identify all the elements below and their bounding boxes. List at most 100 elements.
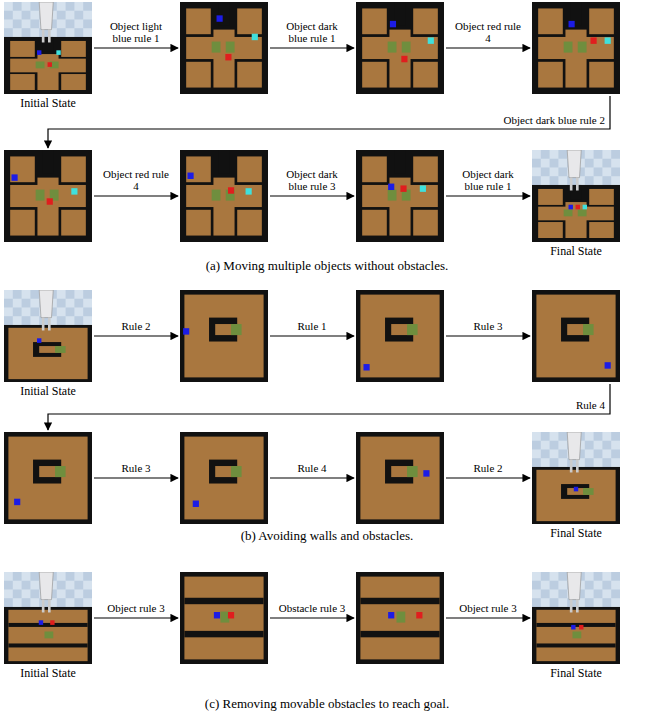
checker-tile — [558, 449, 567, 458]
checker-tile — [558, 572, 567, 581]
floor — [362, 62, 387, 88]
checker-tile — [83, 290, 92, 299]
scene-image — [4, 150, 92, 242]
transition-arrow — [270, 617, 354, 618]
checker-tile — [22, 11, 31, 20]
checker-tile — [13, 19, 22, 28]
state-panel: Initial State — [4, 290, 92, 398]
checker-tile — [550, 581, 559, 590]
floor — [565, 202, 586, 238]
object-cube — [48, 62, 52, 67]
object-cube — [225, 54, 231, 60]
object-cube — [605, 37, 611, 43]
floor — [186, 156, 211, 182]
checker-tile — [4, 316, 13, 325]
checker-tile — [585, 159, 594, 168]
subfigure-caption: (c) Removing movable obstacles to reach … — [205, 696, 449, 711]
checker-tile — [4, 598, 13, 607]
floor — [413, 8, 438, 34]
floor — [213, 30, 234, 88]
scene-frame — [180, 432, 268, 524]
scene-frame — [532, 432, 620, 524]
wall — [4, 432, 92, 524]
checker-tile — [594, 167, 603, 176]
scene-frame — [356, 2, 444, 94]
scene-image — [180, 432, 268, 524]
scene-image — [356, 150, 444, 242]
floor — [536, 610, 615, 661]
checker-tile — [30, 19, 39, 28]
state-panel — [180, 572, 268, 664]
scene-image — [180, 290, 268, 382]
wall — [4, 325, 92, 382]
gripper — [42, 600, 45, 613]
wall — [180, 572, 268, 664]
checker-tile — [585, 458, 594, 467]
checker-tile — [66, 19, 75, 28]
floor — [184, 577, 263, 660]
object-cube — [217, 15, 223, 21]
object-cube — [50, 620, 54, 625]
rule-label: Rule 2 — [99, 320, 173, 332]
state-panel — [532, 290, 620, 382]
wall — [356, 150, 444, 242]
wall — [8, 643, 87, 647]
goal-region — [231, 466, 242, 477]
goal-region — [407, 324, 418, 335]
checker-tile — [57, 598, 66, 607]
scene-frame — [180, 290, 268, 382]
state-panel: Final State — [532, 572, 620, 680]
checker-tile — [558, 589, 567, 598]
goal-region — [231, 324, 242, 335]
gripper — [48, 30, 51, 43]
object-cube — [193, 501, 199, 507]
object-cube — [400, 185, 406, 191]
object-cube — [576, 205, 580, 210]
robot-arm — [39, 290, 53, 318]
rule-label: Object rule 3 — [451, 602, 525, 614]
gripper — [576, 600, 579, 613]
gripper — [576, 460, 579, 473]
object-cube — [246, 188, 252, 194]
wall — [356, 432, 444, 524]
floor — [237, 210, 262, 236]
checker-tile — [594, 572, 603, 581]
rule-label: Obstacle rule 3 — [275, 602, 349, 614]
checker-tile — [532, 458, 541, 467]
robot-arm — [567, 572, 581, 600]
subfigure-caption: (a) Moving multiple objects without obst… — [206, 258, 449, 273]
checker-tile — [66, 572, 75, 581]
gripper — [48, 600, 51, 613]
checker-tile — [541, 167, 550, 176]
scene-image — [180, 150, 268, 242]
state-panel: Initial State — [4, 2, 92, 110]
floor — [184, 295, 263, 378]
scene-image — [4, 432, 92, 524]
checker-tile — [57, 581, 66, 590]
checker-tile — [74, 598, 83, 607]
checker-tile — [13, 307, 22, 316]
state-panel — [356, 290, 444, 382]
checker-tile — [83, 572, 92, 581]
rule-label: Object dark blue rule 3 — [275, 168, 349, 192]
checker-tile — [532, 441, 541, 450]
object-cube — [388, 184, 394, 190]
checker-tile — [532, 598, 541, 607]
state-panel — [356, 432, 444, 524]
scene-image — [532, 572, 620, 664]
rule-label: Rule 1 — [275, 320, 349, 332]
floor — [389, 30, 410, 88]
checker-tile — [74, 581, 83, 590]
rule-label: Object dark blue rule 1 — [451, 168, 525, 192]
robot-arm — [39, 572, 53, 600]
object-cube — [187, 173, 193, 179]
floor — [61, 41, 86, 57]
goal-region — [396, 612, 405, 623]
floor — [10, 156, 35, 182]
object-cube — [591, 37, 597, 43]
object-cube — [569, 205, 573, 210]
state-panel — [4, 432, 92, 524]
checker-tile — [22, 316, 31, 325]
state-label: Initial State — [4, 384, 92, 398]
checker-tile — [83, 307, 92, 316]
